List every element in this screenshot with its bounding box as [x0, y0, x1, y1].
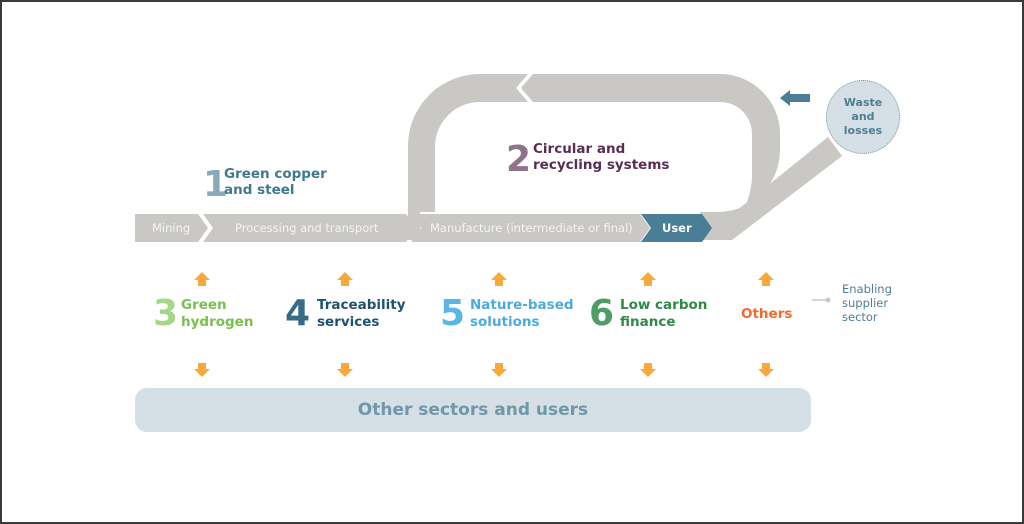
sector-5-number: 5: [440, 293, 466, 334]
sector-5-line2: solutions: [470, 314, 540, 330]
sector-4-line1: Traceability: [317, 297, 406, 313]
other-sectors-and-users-box: Other sectors and users: [135, 388, 811, 432]
sector-5-line1: Nature-based: [470, 297, 574, 313]
enabling-line1: Enabling: [842, 282, 892, 296]
arrow-down-icon-green-hydrogen: [194, 363, 210, 377]
pillar-2-number: 2: [506, 139, 532, 180]
waste-line1: Waste: [843, 96, 883, 109]
sector-4-line2: services: [317, 314, 380, 330]
enabling-supplier-sector-label: Enabling supplier sector: [842, 282, 892, 324]
waste-outflow-band: [700, 137, 842, 240]
waste-and-losses-circle: Waste and losses: [826, 80, 900, 154]
sector-5-label: Nature-based solutions: [470, 297, 574, 331]
sector-6-line2: finance: [620, 314, 676, 330]
sector-3-line1: Green: [181, 297, 227, 313]
other-sectors-label: Other sectors and users: [357, 400, 589, 420]
arrow-down-icon-low-carbon-finance: [640, 363, 656, 377]
sector-4-number: 4: [285, 293, 311, 334]
loop-direction-notch: [516, 74, 533, 102]
stage-label-processing: Processing and transport: [235, 221, 379, 235]
pillar-1-number: 1: [203, 164, 229, 205]
sector-6-line1: Low carbon: [620, 297, 708, 313]
arrow-up-icon-nature-based: [491, 272, 507, 286]
sector-others-label: Others: [741, 306, 793, 322]
pillar-2-line1: Circular and: [533, 141, 626, 157]
stage-manufacture: [411, 214, 650, 242]
arrow-up-icon-green-hydrogen: [194, 272, 210, 286]
pillar-2-line2: recycling systems: [533, 156, 670, 173]
sector-3-number: 3: [153, 293, 179, 334]
sector-3-label: Green hydrogen: [181, 297, 253, 331]
sector-3-line2: hydrogen: [181, 314, 254, 330]
arrow-down-icon-others: [758, 363, 774, 377]
pillar-1-label: Green copper and steel: [224, 166, 327, 198]
stage-processing: [203, 214, 416, 242]
pillar-2-label: Circular and recycling systems: [533, 141, 670, 173]
waste-line3: losses: [843, 124, 883, 137]
enabling-line3: sector: [842, 310, 878, 324]
stage-label-user: User: [662, 221, 692, 235]
pillar-1-line2: and steel: [224, 181, 295, 198]
stage-mining: [135, 214, 208, 242]
arrow-down-icon-traceability: [337, 363, 353, 377]
stage-user: [641, 214, 712, 242]
waste-return-arrow-icon: [780, 90, 810, 106]
enabling-line2: supplier: [842, 296, 889, 310]
arrow-up-icon-traceability: [337, 272, 353, 286]
waste-line2: and: [851, 110, 875, 123]
sector-6-label: Low carbon finance: [620, 297, 707, 331]
arrow-down-icon-nature-based: [491, 363, 507, 377]
stage-label-manufacture: Manufacture (intermediate or final): [430, 221, 633, 235]
arrow-up-icon-low-carbon-finance: [640, 272, 656, 286]
sector-6-number: 6: [589, 293, 615, 334]
enabling-connector-dot: [825, 297, 831, 303]
pillar-1-line1: Green copper: [224, 166, 327, 182]
sector-4-label: Traceability services: [317, 297, 406, 331]
arrow-up-icon-others: [758, 272, 774, 286]
recycling-loop: [408, 74, 780, 240]
stage-label-mining: Mining: [152, 221, 191, 235]
